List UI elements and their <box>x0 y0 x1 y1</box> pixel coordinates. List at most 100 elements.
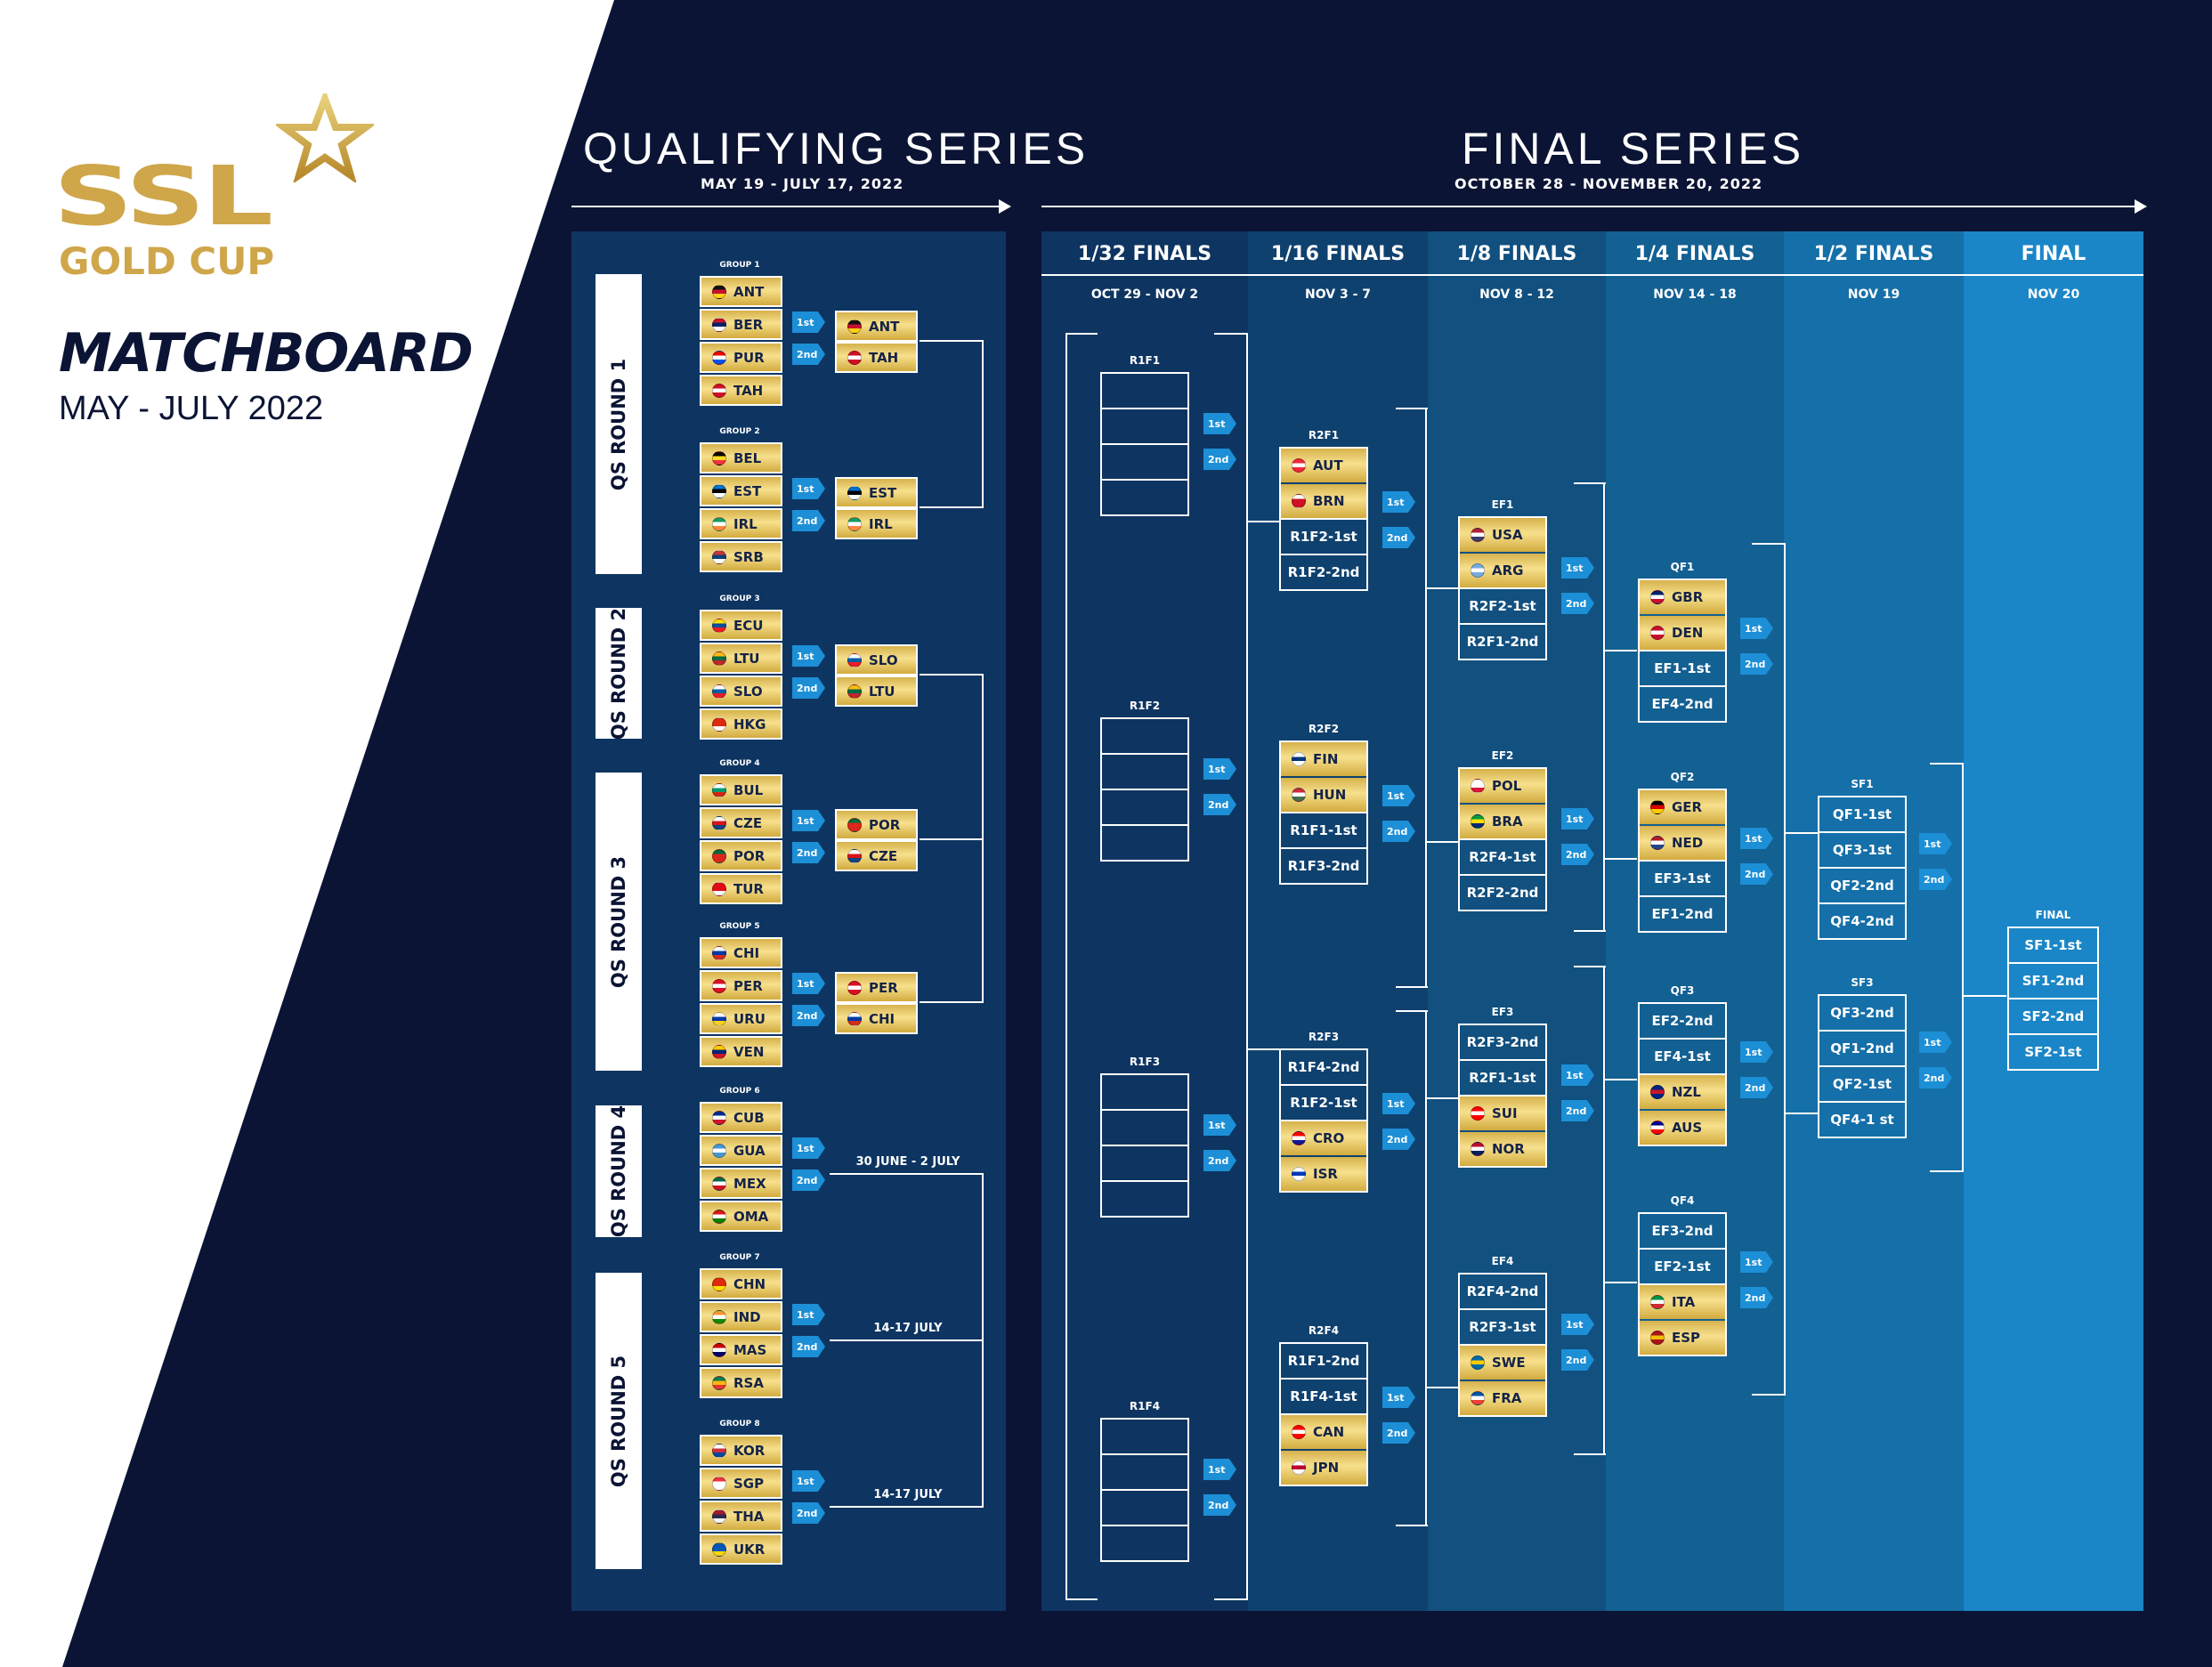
flag-icon <box>712 1276 726 1291</box>
bracket-line <box>1784 832 1818 834</box>
flag-icon <box>847 319 862 334</box>
team-code: BRA <box>1492 813 1523 829</box>
team-code: CAN <box>1313 1424 1345 1440</box>
brand-logo: SSL GOLD CUP <box>53 93 374 289</box>
team-slot: ARG <box>1460 554 1545 587</box>
team-slot: FIN <box>1281 742 1366 776</box>
team-code: TAH <box>869 349 899 366</box>
bracket-line <box>1065 1598 1098 1600</box>
flag-icon <box>1650 836 1665 850</box>
team-slot: URU <box>700 1003 782 1034</box>
slot: SF1-2nd <box>2007 962 2099 999</box>
team-code: HKG <box>733 716 766 732</box>
team-slot: BRA <box>1460 805 1545 838</box>
team-slot: LTU <box>700 643 782 674</box>
second-place-tag: 2nd <box>1382 1422 1415 1444</box>
team-slot: GUA <box>700 1135 782 1166</box>
flag-icon <box>712 1309 726 1324</box>
flag-icon <box>712 483 726 498</box>
team-slot: GER <box>1640 790 1725 824</box>
slot <box>1100 1145 1189 1182</box>
bracket-line <box>1246 1048 1280 1050</box>
qs-round-label: QS ROUND 4 <box>596 1105 642 1237</box>
logo-gold-cup: GOLD CUP <box>59 239 275 283</box>
team-code: CUB <box>733 1109 765 1126</box>
bracket-line <box>1930 1170 1962 1172</box>
slot: EF3-2nd <box>1638 1212 1727 1250</box>
team-slot: BER <box>700 309 782 340</box>
qualified-team-slot: EST <box>835 477 918 508</box>
flag-icon <box>1650 626 1665 640</box>
second-place-tag: 2nd <box>1561 1349 1594 1371</box>
flag-icon <box>847 817 862 832</box>
slot <box>1100 789 1189 826</box>
first-place-tag: 1st <box>792 1137 825 1159</box>
slot <box>1100 443 1189 481</box>
slot: QF4-1 st <box>1818 1101 1907 1138</box>
team-slot: ISR <box>1281 1157 1366 1191</box>
bracket-line <box>1425 841 1459 843</box>
bracket-line <box>1425 587 1459 589</box>
team-slot: SWE <box>1460 1346 1545 1380</box>
team-code: VEN <box>733 1043 765 1060</box>
second-place-tag: 2nd <box>792 842 825 863</box>
flag-icon <box>712 383 726 398</box>
match-label: QF1 <box>1670 561 1695 573</box>
team-slot: RSA <box>700 1367 782 1398</box>
team-code: DEN <box>1672 625 1704 641</box>
flag-icon <box>712 1476 726 1491</box>
team-code: ARG <box>1492 562 1524 579</box>
team-slot: CUB <box>700 1102 782 1133</box>
first-place-tag: 1st <box>792 1304 825 1325</box>
bracket-line <box>1574 930 1606 932</box>
flag-icon <box>712 1110 726 1125</box>
qs-round-label: QS ROUND 2 <box>596 607 642 740</box>
first-place-tag: 1st <box>1561 1064 1594 1086</box>
team-slot: SRB <box>700 541 782 572</box>
qualifying-arrowhead <box>999 199 1011 214</box>
match-label: R1F4 <box>1129 1400 1161 1412</box>
bracket-line <box>920 340 982 342</box>
second-place-tag: 2nd <box>1203 1494 1236 1516</box>
bracket-line <box>982 674 984 1003</box>
slot: QF1-1st <box>1818 796 1907 833</box>
team-slot: ITA <box>1640 1285 1725 1319</box>
round-date-note: 14-17 JULY <box>873 1322 943 1335</box>
team-code: GBR <box>1672 589 1704 605</box>
team-slot: PER <box>700 970 782 1001</box>
slot <box>1100 1418 1189 1455</box>
team-code: SLO <box>733 683 763 700</box>
qualifying-series-title: QUALIFYING SERIES <box>583 124 1090 174</box>
team-slot: NOR <box>1460 1132 1545 1166</box>
slot <box>1100 1109 1189 1146</box>
first-place-tag: 1st <box>1919 1032 1952 1053</box>
flag-icon <box>712 945 726 960</box>
slot: R2F4-1st <box>1458 838 1547 876</box>
slot: R2F2-2nd <box>1458 874 1547 911</box>
flag-icon <box>1650 1331 1665 1345</box>
group-label: GROUP 3 <box>719 595 760 603</box>
team-code: LTU <box>733 650 760 667</box>
stage-dates: NOV 14 - 18 <box>1653 287 1737 302</box>
bracket-line <box>1396 408 1428 409</box>
flag-icon <box>712 1011 726 1026</box>
slot <box>1100 753 1189 790</box>
team-code: CRO <box>1313 1130 1345 1146</box>
team-code: ANT <box>733 283 765 300</box>
slot <box>1100 479 1189 516</box>
slot: R2F3-1st <box>1458 1308 1547 1346</box>
slot <box>1100 1073 1189 1111</box>
slot <box>1100 372 1189 409</box>
second-place-tag: 2nd <box>1203 449 1236 470</box>
qualified-team-slot: IRL <box>835 508 918 539</box>
round-date-note: 30 JUNE - 2 JULY <box>855 1155 960 1169</box>
stage-dates: NOV 20 <box>2027 287 2080 302</box>
team-slot: CZE <box>700 807 782 838</box>
slot: R2F3-2nd <box>1458 1024 1547 1061</box>
team-slot: AUT <box>1281 449 1366 482</box>
team-code: PER <box>733 977 763 994</box>
slot: R2F1-2nd <box>1458 623 1547 660</box>
team-code: IND <box>733 1308 761 1325</box>
stage-column-bg <box>1784 231 1964 1611</box>
group-label: GROUP 4 <box>719 759 760 768</box>
